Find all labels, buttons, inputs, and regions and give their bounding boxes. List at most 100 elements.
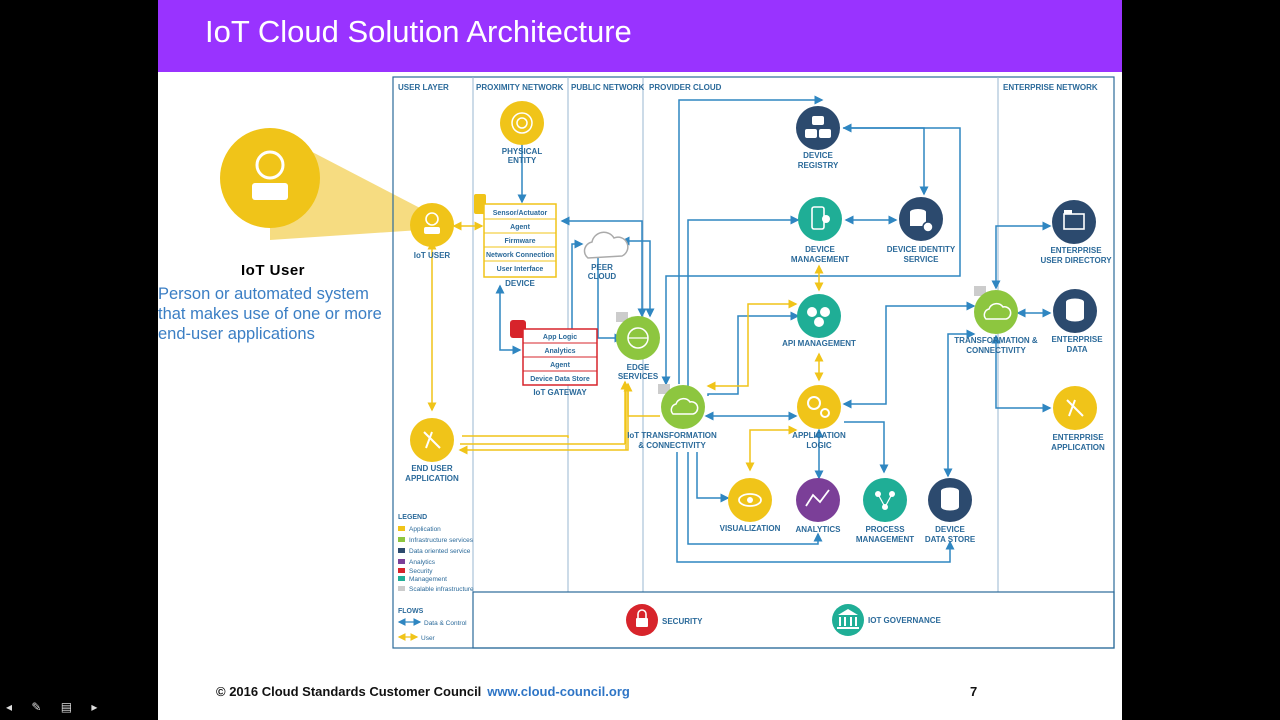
device-item-agent: Agent xyxy=(510,224,531,231)
device-phone-icon xyxy=(474,194,486,214)
application-logic-label: APPLICATION xyxy=(792,431,846,440)
enterprise-user-directory-node: ENTERPRISE USER DIRECTORY xyxy=(1040,200,1112,265)
device-management-node: DEVICE MANAGEMENT xyxy=(791,197,849,264)
footer-link[interactable]: www.cloud-council.org xyxy=(487,684,630,699)
process-management-label-2: MANAGEMENT xyxy=(856,535,914,544)
iot-governance-label: IOT GOVERNANCE xyxy=(868,616,942,625)
column-enterprise-network: ENTERPRISE NETWORK xyxy=(1003,83,1098,92)
legend-flows-title: FLOWS xyxy=(398,608,424,615)
transformation-connectivity-node: TRANSFORMATION & CONNECTIVITY xyxy=(954,286,1038,355)
device-management-label-2: MANAGEMENT xyxy=(791,255,849,264)
gateway-item-agent: Agent xyxy=(550,362,571,369)
iot-transformation-label: IoT TRANSFORMATION xyxy=(627,431,717,440)
enterprise-data-label-2: DATA xyxy=(1066,345,1087,354)
enterprise-data-label: ENTERPRISE xyxy=(1051,335,1103,344)
device-registry-node: DEVICE REGISTRY xyxy=(796,106,840,170)
enterprise-application-label-2: APPLICATION xyxy=(1051,443,1105,452)
institution-icon xyxy=(832,604,864,636)
gateway-item-analytics: Analytics xyxy=(544,348,575,355)
analytics-node: ANALYTICS xyxy=(795,478,841,534)
iot-user-description: Person or automated system that makes us… xyxy=(158,285,382,343)
legend-data: Data oriented service xyxy=(409,548,471,555)
legend-flow-user: User xyxy=(421,635,436,642)
device-data-store-label-2: DATA STORE xyxy=(925,535,976,544)
device-item-firmware: Firmware xyxy=(504,238,535,245)
column-provider-cloud: PROVIDER CLOUD xyxy=(649,83,722,92)
data-control-flows xyxy=(495,95,1052,563)
slide: IoT Cloud Solution Architecture IoT User… xyxy=(158,0,1122,720)
api-management-node: API MANAGEMENT xyxy=(782,294,856,348)
device-data-store-label: DEVICE xyxy=(935,525,965,534)
iot-transformation-label-2: & CONNECTIVITY xyxy=(638,441,706,450)
physical-entity-label: PHYSICAL xyxy=(502,147,543,156)
gateway-item-data-store: Device Data Store xyxy=(530,376,590,383)
legend-analytics: Analytics xyxy=(409,559,436,566)
page-number: 7 xyxy=(970,684,978,699)
device-identity-node: DEVICE IDENTITY SERVICE xyxy=(887,197,956,264)
cloud-sync-icon xyxy=(661,385,705,429)
device-identity-label-2: SERVICE xyxy=(904,255,940,264)
iot-governance-node: IOT GOVERNANCE xyxy=(832,604,942,636)
device-registry-label-2: REGISTRY xyxy=(798,161,839,170)
iot-transformation-node: IoT TRANSFORMATION & CONNECTIVITY xyxy=(627,384,717,450)
iot-user-callout xyxy=(220,128,420,240)
edge-services-label-2: SERVICES xyxy=(618,372,659,381)
title-bar: IoT Cloud Solution Architecture xyxy=(158,0,1122,72)
process-management-node: PROCESS MANAGEMENT xyxy=(856,478,914,544)
transformation-connectivity-label-2: CONNECTIVITY xyxy=(966,346,1026,355)
api-management-label: API MANAGEMENT xyxy=(782,339,856,348)
device-item-sensor: Sensor/Actuator xyxy=(493,210,548,217)
device-registry-label: DEVICE xyxy=(803,151,833,160)
footer: © 2016 Cloud Standards Customer Council w… xyxy=(216,684,630,699)
end-user-app-label: END USER xyxy=(411,464,453,473)
process-flow-icon xyxy=(863,478,907,522)
edge-services-label: EDGE xyxy=(627,363,650,372)
api-gears-icon xyxy=(797,294,841,338)
enterprise-application-label: ENTERPRISE xyxy=(1052,433,1104,442)
device-management-label: DEVICE xyxy=(805,245,835,254)
device-item-ui: User Interface xyxy=(497,266,544,273)
enterprise-application-node: ENTERPRISE APPLICATION xyxy=(1051,386,1105,452)
enterprise-user-dir-label: ENTERPRISE xyxy=(1050,246,1102,255)
iot-user-label: IoT USER xyxy=(414,251,451,260)
copyright-text: © 2016 Cloud Standards Customer Council xyxy=(216,684,482,699)
phone-gear-icon xyxy=(798,197,842,241)
legend-title: LEGEND xyxy=(398,514,427,521)
physical-entity-node: PHYSICAL ENTITY xyxy=(500,101,544,165)
bottom-band xyxy=(472,591,1115,649)
legend-infrastructure: Infrastructure services xyxy=(409,537,474,544)
security-label: SECURITY xyxy=(662,617,703,626)
device-label: DEVICE xyxy=(505,279,535,288)
visualization-node: VISUALIZATION xyxy=(720,478,781,533)
legend-flow-data: Data & Control xyxy=(424,620,467,627)
folder-icon xyxy=(1052,200,1096,244)
legend-application: Application xyxy=(409,526,441,533)
security-node: SECURITY xyxy=(626,604,703,636)
cloud-sync-icon xyxy=(974,290,1018,334)
architecture-diagram: USER LAYER PROXIMITY NETWORK PUBLIC NETW… xyxy=(392,76,1115,649)
device-identity-label: DEVICE IDENTITY xyxy=(887,245,956,254)
peer-cloud-node: PEER CLOUD xyxy=(583,231,629,281)
enterprise-data-node: ENTERPRISE DATA xyxy=(1051,289,1103,354)
device-item-network: Network Connection xyxy=(486,252,554,259)
slide-nav-controls[interactable]: ◂ ✎ ▤ ▸ xyxy=(6,700,106,714)
gateway-security-icon xyxy=(510,320,526,338)
iot-user-heading: IoT User xyxy=(240,262,305,279)
user-flows xyxy=(427,221,824,472)
gateway-item-app-logic: App Logic xyxy=(543,334,577,341)
edge-services-node: EDGE SERVICES xyxy=(616,312,660,381)
application-logic-label-2: LOGIC xyxy=(806,441,832,450)
device-data-store-node: DEVICE DATA STORE xyxy=(925,478,976,544)
analytics-label: ANALYTICS xyxy=(795,525,841,534)
peer-cloud-label-2: CLOUD xyxy=(588,272,617,281)
application-logic-node: APPLICATION LOGIC xyxy=(792,385,846,450)
physical-entity-label-2: ENTITY xyxy=(508,156,537,165)
legend-management: Management xyxy=(409,576,447,583)
column-user-layer: USER LAYER xyxy=(398,83,449,92)
cloud-icon xyxy=(583,231,629,259)
legend: LEGEND Application Infrastructure servic… xyxy=(397,514,474,642)
process-management-label: PROCESS xyxy=(865,525,905,534)
column-proximity-network: PROXIMITY NETWORK xyxy=(476,83,564,92)
enterprise-user-dir-label-2: USER DIRECTORY xyxy=(1040,256,1112,265)
end-user-application-node: END USER APPLICATION xyxy=(405,418,459,483)
